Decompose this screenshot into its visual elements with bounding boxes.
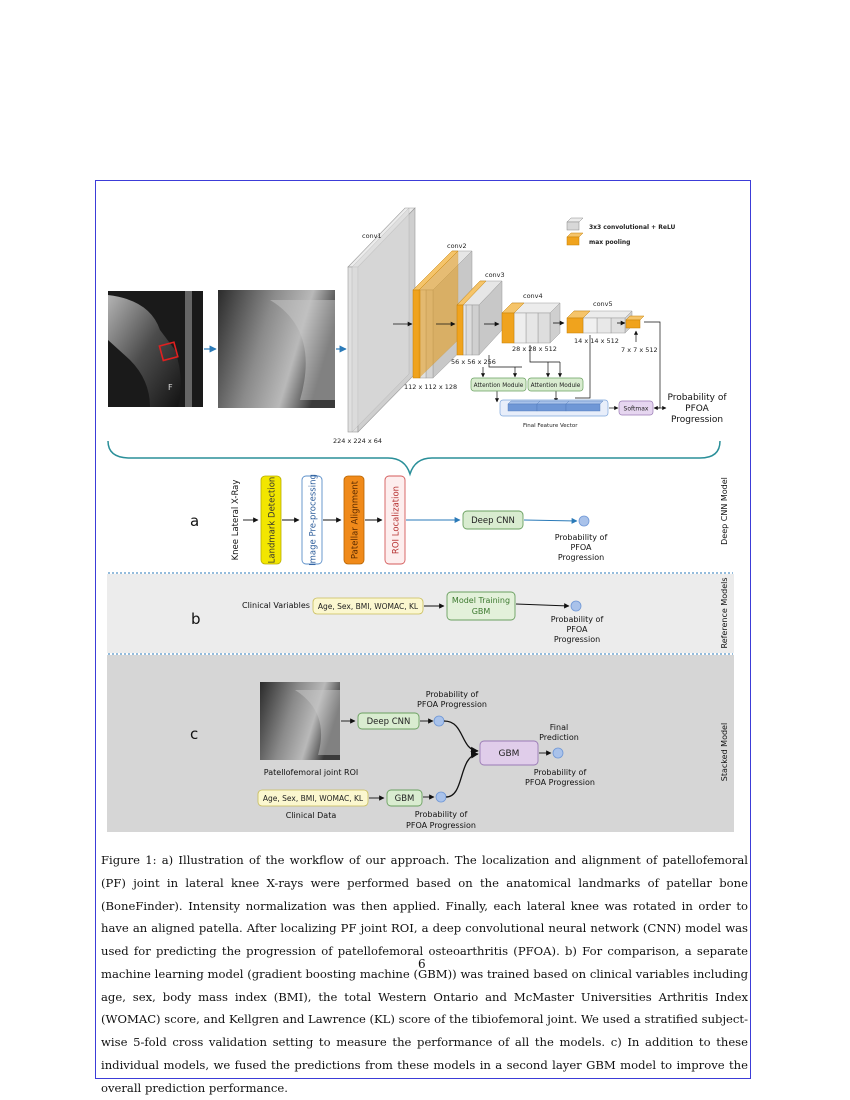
brace bbox=[107, 440, 721, 477]
final-pool-block bbox=[625, 315, 645, 329]
panel-b-input-label: Clinical Variables bbox=[242, 601, 310, 610]
conv4-dims: 28 x 28 x 512 bbox=[512, 345, 557, 353]
panel-b-variables-box bbox=[312, 597, 424, 615]
panel-b-output-line3: Progression bbox=[554, 635, 600, 644]
legend-pool: max pooling bbox=[589, 239, 630, 246]
panel-b-model-line2: GBM bbox=[472, 607, 491, 616]
panel-c-letter: c bbox=[190, 725, 198, 743]
conv2-dims: 112 x 112 x 128 bbox=[404, 383, 457, 391]
panel-c-gbm2-label: GBM bbox=[499, 749, 520, 759]
roi-localization-box bbox=[384, 475, 406, 565]
panel-a-input: Knee Lateral X-Ray bbox=[231, 480, 241, 561]
roi-localization-label: ROI Localization bbox=[392, 486, 402, 554]
softmax-box bbox=[618, 400, 654, 416]
panel-a-output-line2: PFOA bbox=[570, 543, 592, 552]
arrow bbox=[515, 603, 570, 609]
panel-c-side-label: Stacked Model bbox=[720, 723, 729, 781]
figure-frame bbox=[95, 180, 751, 1079]
arrow bbox=[523, 517, 578, 524]
panel-b-output-node bbox=[570, 600, 582, 612]
panel-a-deep-cnn-label: Deep CNN bbox=[471, 516, 515, 526]
panel-b-letter: b bbox=[191, 610, 201, 628]
panel-c-final-output-node bbox=[552, 747, 564, 759]
panel-c-final-line1: Final bbox=[550, 723, 568, 732]
panel-c-clinical-box bbox=[257, 789, 369, 807]
conv4-label: conv4 bbox=[523, 292, 543, 300]
panel-b-variables: Age, Sex, BMI, WOMAC, KL bbox=[318, 602, 419, 611]
panel-a-side-label: Deep CNN Model bbox=[720, 477, 729, 545]
panel-a-letter: a bbox=[190, 512, 199, 530]
xray-marker: F bbox=[168, 383, 173, 392]
conv5-block bbox=[566, 310, 633, 334]
panel-c-roi-label: Patellofemoral joint ROI bbox=[264, 768, 358, 777]
conv3-block bbox=[456, 280, 503, 356]
conv4-block bbox=[501, 302, 561, 344]
panel-b-model-line1: Model Training bbox=[452, 596, 510, 605]
panel-c-clinical-label: Clinical Data bbox=[286, 811, 337, 820]
conv1-dims: 224 x 224 x 64 bbox=[333, 437, 382, 445]
conv5-label: conv5 bbox=[593, 300, 613, 308]
panel-a-output-node bbox=[578, 515, 590, 527]
panel-c-final-output-line2: PFOA Progression bbox=[525, 778, 595, 787]
feature-vector-label: Final Feature Vector bbox=[523, 423, 578, 429]
panel-b-output-line1: Probability of bbox=[551, 615, 604, 624]
patellofemoral-roi-image bbox=[218, 290, 335, 408]
panel-c-gbm2-box bbox=[479, 740, 539, 766]
patellar-alignment-box bbox=[343, 475, 365, 565]
arrow bbox=[445, 750, 479, 798]
panel-c-deep-cnn-label: Deep CNN bbox=[367, 717, 411, 727]
knee-xray-image: F bbox=[108, 291, 203, 407]
top-output-line1: Probability of bbox=[667, 393, 727, 403]
conv1-label: conv1 bbox=[362, 232, 382, 240]
panel-c-gbm-output-line2: PFOA Progression bbox=[406, 821, 476, 830]
panel-b-side-label: Reference Models bbox=[720, 577, 729, 648]
panel-c-gbm1-label: GBM bbox=[395, 794, 415, 804]
panel-c-clinical-variables: Age, Sex, BMI, WOMAC, KL bbox=[263, 794, 364, 803]
panel-c-final-line2: Prediction bbox=[539, 733, 579, 742]
panel-c-deep-cnn-box bbox=[357, 712, 420, 730]
image-preprocessing-label: Image Pre-processing bbox=[309, 474, 319, 566]
attention-module-1-label: Attention Module bbox=[474, 383, 524, 389]
figure-caption: Figure 1: a) Illustration of the workflo… bbox=[101, 853, 748, 1095]
image-preprocessing-box bbox=[301, 475, 323, 565]
arrow bbox=[443, 720, 479, 755]
top-output-line2: PFOA bbox=[685, 404, 710, 414]
legend: 3x3 convolutional + ReLU max pooling bbox=[566, 217, 676, 246]
conv1-block bbox=[347, 207, 416, 433]
feature-vector bbox=[507, 400, 604, 412]
figure-diagram: F conv1 224 x 224 x 64 conv2 112 x 112 x… bbox=[107, 207, 734, 832]
final-pool-dims: 7 x 7 x 512 bbox=[621, 346, 658, 354]
roi-box bbox=[158, 341, 179, 362]
panel-c-cnn-output-node bbox=[433, 715, 445, 727]
conv3-dims: 56 x 56 x 256 bbox=[451, 358, 496, 366]
conv2-label: conv2 bbox=[447, 242, 467, 250]
panel-b-model-box bbox=[446, 591, 516, 621]
panel-c-final-output-line1: Probability of bbox=[534, 768, 587, 777]
page-number: 6 bbox=[418, 957, 426, 971]
panel-a-deep-cnn-box bbox=[462, 510, 524, 530]
conv5-dims: 14 x 14 x 512 bbox=[574, 337, 619, 345]
attention-module-2-label: Attention Module bbox=[531, 383, 581, 389]
panel-a-output-line1: Probability of bbox=[555, 533, 608, 542]
attention-module-2 bbox=[527, 377, 584, 392]
landmark-detection-box bbox=[260, 475, 282, 565]
panel-c-cnn-output-line1: Probability of bbox=[426, 690, 479, 699]
landmark-detection-label: Landmark Detection bbox=[268, 477, 278, 564]
softmax-label: Softmax bbox=[624, 406, 649, 413]
panel-c-cnn-output-line2: PFOA Progression bbox=[417, 700, 487, 709]
panel-c-gbm1-box bbox=[386, 789, 423, 807]
panel-a-output-line3: Progression bbox=[558, 553, 604, 562]
patellar-alignment-label: Patellar Alignment bbox=[351, 480, 361, 559]
legend-conv: 3x3 convolutional + ReLU bbox=[589, 224, 676, 231]
attention-connections bbox=[480, 335, 591, 403]
top-output-line3: Progression bbox=[671, 415, 723, 425]
arrow bbox=[644, 321, 661, 411]
attention-module-1 bbox=[470, 377, 527, 392]
panel-c-roi-image bbox=[260, 682, 340, 760]
panel-c-gbm-output-node bbox=[435, 791, 447, 803]
panel-c-gbm-output-line1: Probability of bbox=[415, 810, 468, 819]
panel-b-output-line2: PFOA bbox=[566, 625, 588, 634]
conv3-label: conv3 bbox=[485, 271, 505, 279]
